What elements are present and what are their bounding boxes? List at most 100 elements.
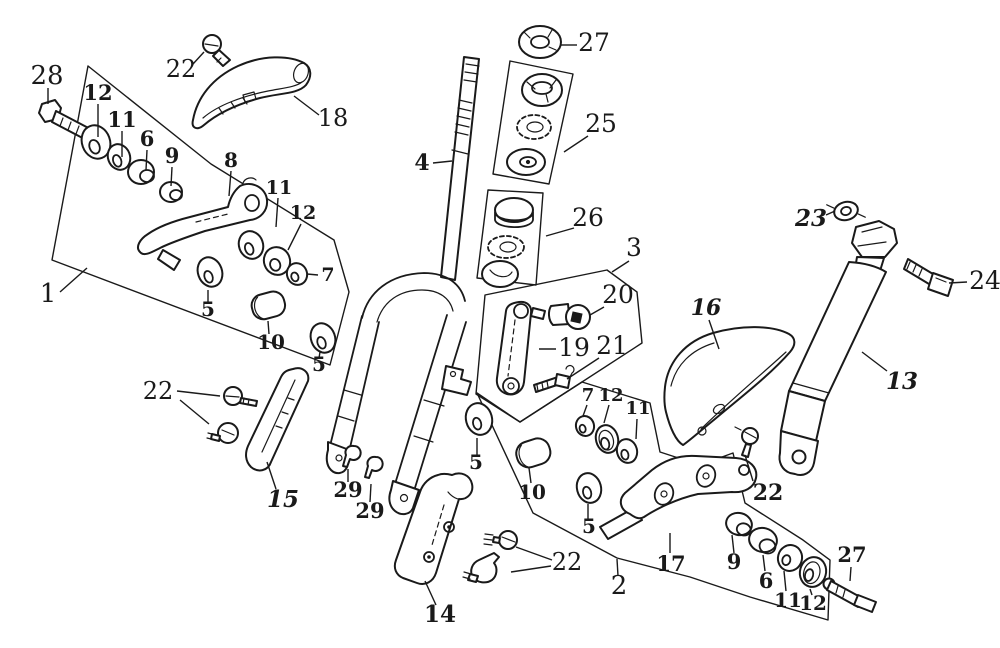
- callout-leader-line: [306, 273, 319, 276]
- part-number-callout-7: 7: [321, 264, 334, 286]
- callout-leader-line: [192, 51, 205, 65]
- part-ball-retainer-26: [487, 235, 525, 259]
- part-clamp-screw-22-bottom-a: [483, 530, 518, 550]
- bearing-box-25: [492, 60, 574, 185]
- part-number-callout-5: 5: [582, 514, 596, 538]
- callout-leader-line: [275, 197, 279, 228]
- part-number-callout-27: 27: [837, 542, 866, 567]
- part-clamp-screw-22-left-a: [223, 386, 258, 407]
- callout-leader-line: [59, 267, 88, 293]
- callout-leader-line: [510, 565, 552, 573]
- callout-leader-line: [563, 135, 589, 153]
- part-number-callout-22: 22: [166, 55, 197, 83]
- part-spacer-10-g2: [515, 437, 552, 469]
- part-bushing-9-left: [159, 181, 183, 203]
- part-number-callout-7: 7: [582, 385, 595, 406]
- part-number-callout-22: 22: [753, 480, 784, 506]
- callout-leader-line: [603, 404, 610, 424]
- part-number-callout-3: 3: [626, 233, 642, 262]
- part-number-callout-24: 24: [969, 266, 1000, 295]
- callout-leader-line: [228, 170, 232, 197]
- callout-leader-line: [809, 588, 813, 596]
- part-bearing-race-25: [506, 148, 546, 176]
- callout-leader-line: [948, 281, 968, 284]
- callout-leader-line: [744, 454, 754, 482]
- callout-leader-line: [635, 418, 638, 440]
- part-number-callout-23: 23: [794, 205, 827, 232]
- part-bolt-21: [533, 365, 575, 393]
- part-number-callout-11: 11: [774, 588, 802, 612]
- part-washer-11-left: [106, 143, 132, 171]
- part-number-callout-10: 10: [518, 480, 546, 504]
- part-number-callout-11: 11: [107, 107, 136, 132]
- callout-leader-line: [432, 160, 453, 164]
- part-number-callout-5: 5: [201, 297, 215, 321]
- callout-leader-line: [849, 566, 852, 582]
- part-number-callout-16: 16: [691, 295, 722, 321]
- callout-leader-line: [293, 95, 320, 116]
- callout-leader-line: [369, 483, 372, 503]
- callout-leader-line: [861, 351, 888, 372]
- part-bearing-cone-26: [481, 260, 519, 288]
- part-shock-absorber-13: [778, 220, 898, 476]
- part-number-callout-13: 13: [886, 368, 918, 395]
- part-lower-arm-17: [599, 454, 758, 540]
- part-fork-cover-15: [245, 367, 310, 472]
- callout-leader-line: [528, 467, 532, 484]
- part-clamp-22-right: [734, 426, 759, 458]
- callout-leader-line: [611, 260, 630, 273]
- part-number-callout-29: 29: [355, 498, 384, 523]
- part-bearing-cup-26: [494, 197, 534, 229]
- part-number-callout-17: 17: [656, 551, 685, 576]
- part-number-callout-15: 15: [267, 486, 299, 513]
- part-washer-11-g2: [615, 438, 639, 464]
- callout-leader-line: [424, 580, 437, 606]
- part-number-callout-28: 28: [30, 61, 63, 91]
- part-number-callout-27: 27: [578, 28, 610, 57]
- part-washer-11-right: [776, 544, 804, 572]
- callout-leader-line: [515, 546, 553, 561]
- part-washer-12-right: [798, 556, 828, 588]
- part-washer-7-mid: [285, 262, 309, 286]
- part-number-callout-11: 11: [266, 177, 292, 199]
- part-bushing-6-left: [127, 159, 155, 185]
- part-upper-fender-18: [191, 56, 312, 130]
- part-number-callout-5: 5: [469, 450, 483, 474]
- part-fork-assembly-4: [325, 56, 480, 516]
- part-number-callout-10: 10: [257, 330, 285, 354]
- part-washer-5-mid: [196, 256, 224, 288]
- part-number-callout-18: 18: [318, 104, 349, 132]
- part-wing-nut-23: [826, 200, 866, 222]
- callout-leader-line: [170, 166, 173, 187]
- part-washer-12-left: [80, 124, 112, 160]
- callout-leader-line: [589, 306, 605, 316]
- part-number-callout-14: 14: [424, 601, 456, 628]
- part-washer-7-g2: [574, 415, 596, 437]
- part-clip-29-b: [364, 455, 384, 479]
- part-number-callout-6: 6: [759, 568, 774, 593]
- part-clamp-screw-22-bottom-b: [462, 552, 500, 584]
- callout-leader-line: [287, 223, 302, 251]
- part-number-callout-20: 20: [602, 280, 634, 309]
- callout-leader-line: [267, 320, 270, 335]
- part-number-callout-1: 1: [40, 279, 57, 309]
- part-number-callout-9: 9: [727, 549, 742, 574]
- part-number-callout-6: 6: [140, 126, 155, 151]
- part-number-callout-26: 26: [572, 203, 604, 232]
- callout-leader-line: [566, 357, 600, 380]
- group-outline-1: [51, 65, 350, 366]
- callout-leader-line: [545, 227, 575, 237]
- part-clamp-screw-22-left-b: [206, 422, 239, 444]
- part-number-callout-22: 22: [143, 377, 174, 405]
- part-number-callout-22: 22: [552, 548, 583, 576]
- callout-leader-line: [731, 534, 735, 554]
- part-side-cover-16: [663, 326, 796, 446]
- part-number-callout-12: 12: [598, 385, 623, 406]
- callout-leader-line: [179, 399, 210, 425]
- part-bolt-27-right: [822, 577, 877, 613]
- callout-leader-line: [708, 319, 720, 350]
- part-bolt-24: [903, 258, 954, 297]
- part-number-callout-12: 12: [799, 591, 827, 615]
- callout-leader-line: [825, 210, 836, 216]
